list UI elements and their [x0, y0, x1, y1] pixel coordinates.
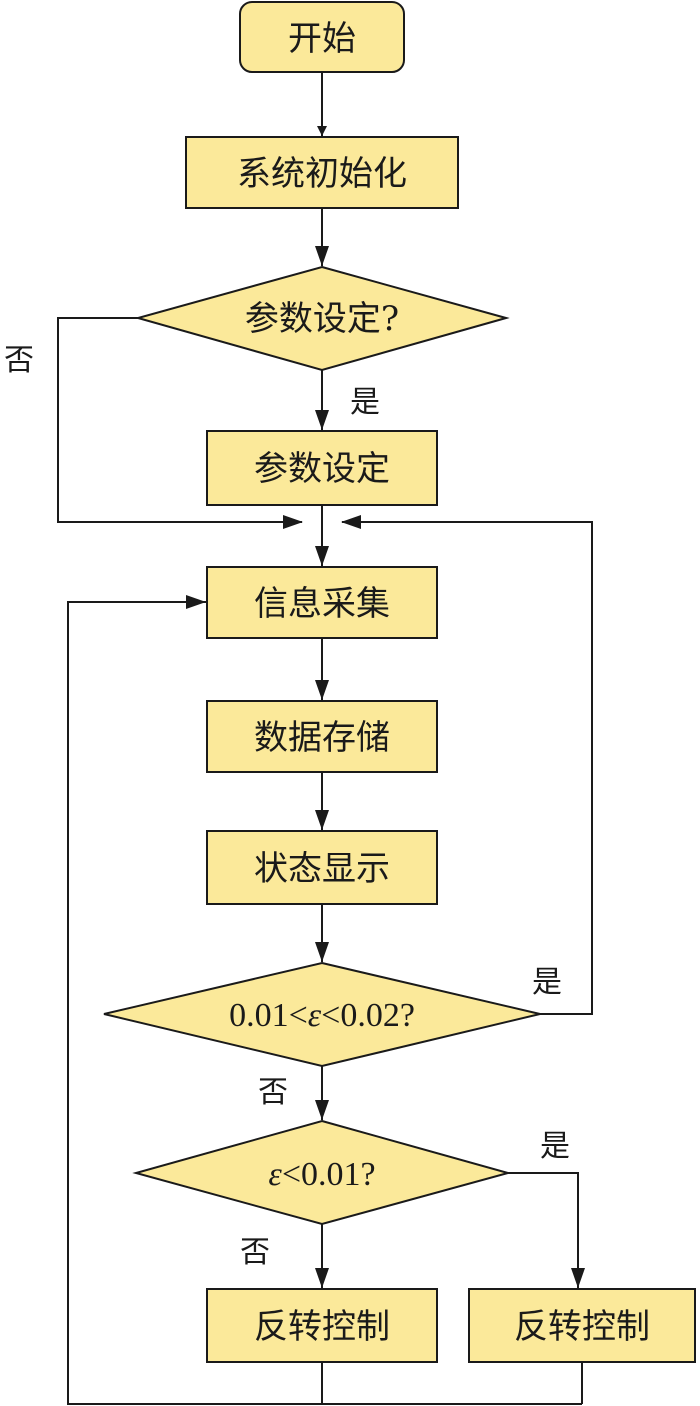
- node-start-label: 开始: [288, 19, 356, 59]
- cond2-right: <0.01?: [282, 1156, 376, 1193]
- node-init-label: 系统初始化: [237, 154, 407, 194]
- node-cond1-label: 0.01<ε<0.02?: [229, 997, 415, 1034]
- node-ctrl-right-label: 反转控制: [514, 1307, 650, 1347]
- cond1-right: <0.02?: [321, 997, 415, 1034]
- node-cond2-decision: ε<0.01?: [132, 1119, 512, 1226]
- node-param-set-label: 参数设定: [254, 449, 390, 489]
- cond1-var: ε: [308, 997, 322, 1034]
- edge-arrowhead-paramq: [315, 246, 329, 266]
- edge-paramq-no-loop: [57, 317, 302, 523]
- edge-arrowhead-store: [315, 680, 329, 700]
- node-collect-label: 信息采集: [254, 584, 390, 624]
- edge-ctrl-loop-back: [67, 601, 323, 1405]
- edge-arrowhead-merge-left: [283, 515, 303, 529]
- node-param-decision: 参数设定?: [134, 265, 510, 372]
- edges: [57, 72, 593, 1405]
- node-ctrl-left: 反转控制: [206, 1288, 438, 1363]
- edge-arrowhead-collect: [315, 546, 329, 566]
- node-start: 开始: [239, 1, 405, 73]
- edge-label-cond2-no: 否: [240, 1235, 270, 1270]
- node-store: 数据存储: [206, 700, 438, 773]
- node-param-decision-label: 参数设定?: [245, 299, 399, 339]
- edge-label-param-no: 否: [4, 343, 34, 378]
- node-cond1-decision: 0.01<ε<0.02?: [103, 961, 541, 1068]
- node-store-label: 数据存储: [254, 718, 390, 758]
- edge-arrowhead-merge-right: [341, 515, 361, 529]
- cond2-var: ε: [268, 1156, 282, 1193]
- edge-arrowhead-display: [315, 810, 329, 830]
- node-display: 状态显示: [206, 830, 438, 905]
- edge-arrowhead-collect-left: [186, 595, 206, 609]
- edge-arrowhead-ctrlleft: [315, 1268, 329, 1288]
- node-init: 系统初始化: [185, 136, 459, 209]
- edge-cond2-yes: [508, 1172, 579, 1288]
- edge-label-cond1-yes: 是: [532, 965, 562, 1000]
- node-collect: 信息采集: [206, 566, 438, 639]
- edge-label-param-yes: 是: [350, 385, 380, 420]
- node-ctrl-right: 反转控制: [468, 1288, 696, 1363]
- node-cond2-label: ε<0.01?: [268, 1156, 375, 1193]
- edge-arrowhead-cond2: [315, 1100, 329, 1120]
- edge-cond1-yes-loop: [342, 521, 593, 1015]
- node-display-label: 状态显示: [254, 849, 390, 889]
- node-ctrl-left-label: 反转控制: [254, 1307, 390, 1347]
- edge-arrowhead-cond1: [315, 942, 329, 962]
- edge-arrowhead-ctrlright: [571, 1268, 585, 1288]
- edge-label-cond1-no: 否: [258, 1075, 288, 1110]
- node-param-set: 参数设定: [206, 430, 438, 506]
- edge-arrowhead-paramset: [315, 410, 329, 430]
- cond1-left: 0.01<: [229, 997, 308, 1034]
- edge-label-cond2-yes: 是: [540, 1129, 570, 1164]
